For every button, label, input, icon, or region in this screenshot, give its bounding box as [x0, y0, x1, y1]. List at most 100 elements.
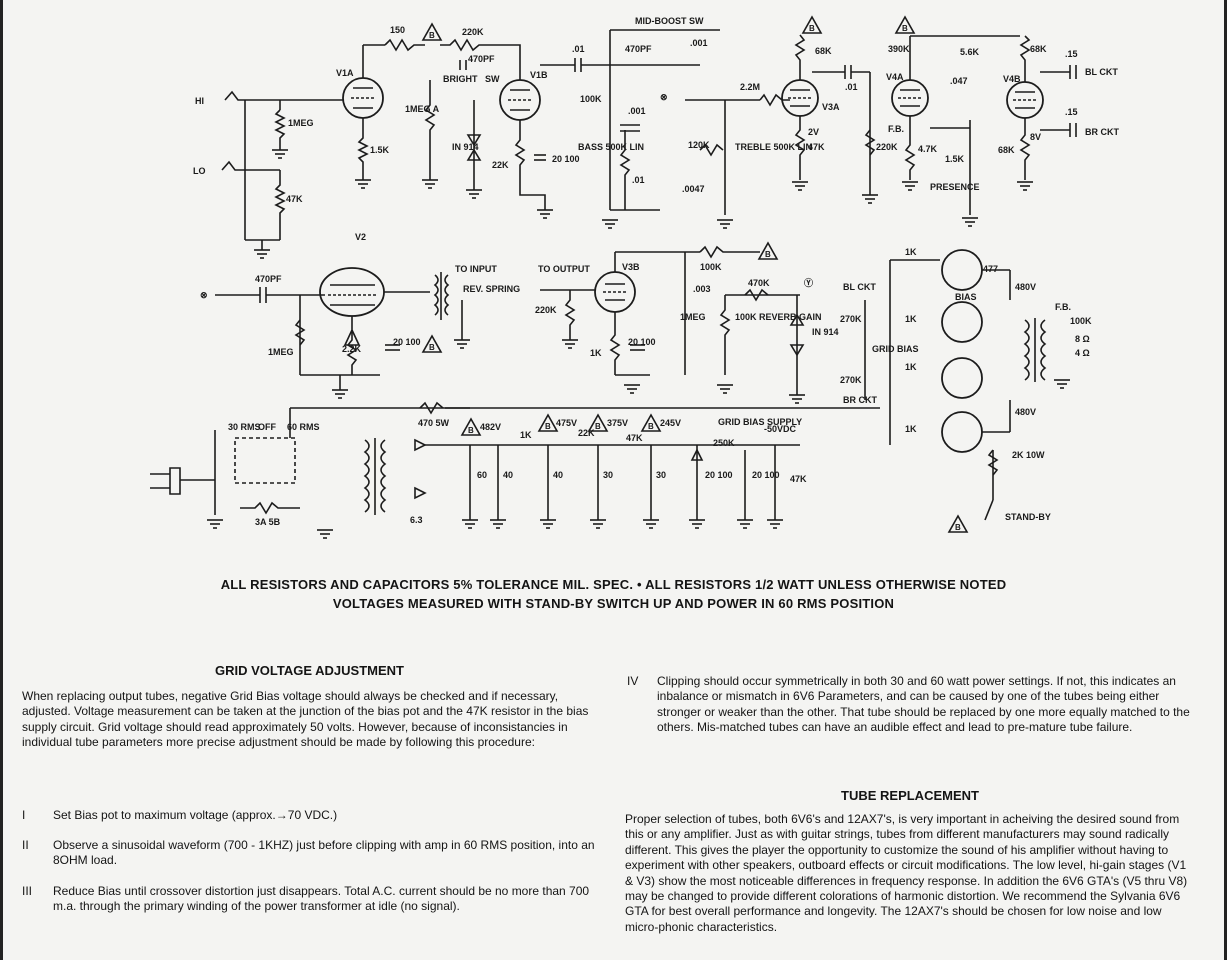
standby-label: STAND-BY [1005, 512, 1051, 522]
tube-v3b: V3B [594, 262, 640, 313]
r-22k3-label: 22K [578, 428, 595, 438]
c30-label: 30 [603, 470, 613, 480]
c-470pf-2-label: 470PF [625, 44, 652, 54]
step-text: Observe a sinusoidal waveform (700 - 1KH… [53, 838, 595, 868]
f3a-label: 3A 5B [255, 517, 281, 527]
tube-v4a: V4A [886, 72, 929, 117]
tolerance-note: ALL RESISTORS AND CAPACITORS 5% TOLERANC… [220, 577, 1007, 592]
r-47k-b-label: 47K [808, 142, 825, 152]
sw-label: SW [485, 74, 500, 84]
r-270k-label: 270K [840, 314, 862, 324]
v475-label: 475V [556, 418, 577, 428]
r-1-5k-b-label: 1.5K [945, 154, 965, 164]
procedure-step-2: II Observe a sinusoidal waveform (700 - … [22, 838, 597, 869]
c-20100-label: 20 100 [393, 337, 421, 347]
v482-label: 482V [480, 422, 501, 432]
procedure-step-4: IV Clipping should occur symmetrically i… [627, 674, 1199, 736]
x-marker-2: ⊗ [200, 290, 208, 300]
c40-label: 40 [503, 470, 513, 480]
r30rms-label: 30 RMS [228, 422, 261, 432]
r-100k-3-label: 100K [700, 262, 722, 272]
r-220k-b-label: 220K [876, 142, 898, 152]
step-number: IV [627, 674, 639, 688]
v1b-label: V1B [530, 70, 548, 80]
r-1meg-2-label: 1MEG [268, 347, 294, 357]
tube-v4b: V4B [1003, 74, 1044, 119]
r-1k2-label: 1K [520, 430, 532, 440]
r-220k-3-label: 220K [535, 305, 557, 315]
v477-label: 477 [983, 264, 998, 274]
input-jack-lo: LO [193, 160, 280, 176]
c-470pf-label: 470PF [468, 54, 495, 64]
hi-label: HI [195, 96, 204, 106]
r-1k-b-label: 1K [905, 314, 917, 324]
tube-replacement-heading: TUBE REPLACEMENT [841, 788, 979, 803]
r-2v-label: 2V [808, 127, 819, 137]
c-0047-label: .0047 [682, 184, 705, 194]
y-marker: Ⓨ [804, 277, 813, 288]
r-68k-c-label: 68K [998, 145, 1015, 155]
bright-label: BRIGHT [443, 74, 478, 84]
r-2-2k-label: 2.2K [342, 344, 362, 354]
midboost-label: MID-BOOST SW [635, 16, 704, 26]
procedure-step-1: I Set Bias pot to maximum voltage (appro… [22, 808, 597, 823]
v480b-label: 480V [1015, 407, 1036, 417]
r-1meg-3-label: 1MEG [680, 312, 706, 322]
r-390k-label: 390K [888, 44, 910, 54]
power-plug [150, 467, 215, 495]
r-220k-label: 220K [462, 27, 484, 37]
in914-label: IN 914 [452, 142, 479, 152]
c-15-b-label: .15 [1065, 107, 1078, 117]
v4b-label: V4B [1003, 74, 1021, 84]
procedure-step-3: III Reduce Bias until crossover distorti… [22, 884, 597, 915]
c-01c-label: .01 [845, 82, 858, 92]
right-border [1224, 0, 1227, 960]
c-047-label: .047 [950, 76, 968, 86]
treble-label: TREBLE 500K LIN [735, 142, 812, 152]
r-22k-label: 22K [492, 160, 509, 170]
r-1k-d-label: 1K [905, 424, 917, 434]
left-border [0, 0, 3, 960]
c-003-label: .003 [693, 284, 711, 294]
c-01b-label: .01 [632, 175, 645, 185]
c-20100-b-label: 20 100 [628, 337, 656, 347]
input-jack-hi: HI [195, 90, 300, 106]
filter-caps [461, 445, 660, 529]
grid-voltage-heading: GRID VOLTAGE ADJUSTMENT [215, 663, 404, 678]
v245-label: 245V [660, 418, 681, 428]
meg1a-label: 1MEG A [405, 104, 440, 114]
o8-label: 8 Ω [1075, 334, 1090, 344]
r-100k-label: 100K [580, 94, 602, 104]
step-text: Reduce Bias until crossover distortion j… [53, 884, 590, 914]
bias-label: BIAS [955, 292, 977, 302]
revspring-label: REV. SPRING [463, 284, 520, 294]
v375-label: 375V [607, 418, 628, 428]
lo-label: LO [193, 166, 206, 176]
off-label: OFF [258, 422, 276, 432]
grid-voltage-intro: When replacing output tubes, negative Gr… [22, 689, 589, 750]
in914b-label: IN 914 [812, 327, 839, 337]
v480-label: 480V [1015, 282, 1036, 292]
c20-100-c-label: 20 100 [705, 470, 733, 480]
gridsupply-label: GRID BIAS SUPPLY [718, 417, 802, 427]
r-150-label: 150 [390, 25, 405, 35]
blckt-label: BL CKT [1085, 67, 1118, 77]
v3a-label: V3A [822, 102, 840, 112]
amplifier-schematic: B HI LO 1MEG 47K V1A 150 1.5K 220K 470PF… [150, 16, 1119, 539]
c30b-label: 30 [656, 470, 666, 480]
gridbias-label: GRID BIAS [872, 344, 919, 354]
step-number: I [22, 808, 26, 822]
r-1k-a-label: 1K [905, 247, 917, 257]
v1a-label: V1A [336, 68, 354, 78]
r-2-2m-label: 2.2M [740, 82, 760, 92]
presence-label: PRESENCE [930, 182, 980, 192]
brckt-label: BR CKT [1085, 127, 1119, 137]
v63-label: 6.3 [410, 515, 423, 525]
reverbgain-label: 100K REVERB GAIN [735, 312, 822, 322]
power-tubes [941, 249, 983, 453]
step-text: Clipping should occur symmetrically in b… [657, 674, 1190, 735]
r-1k-label: 1K [590, 348, 602, 358]
r-1meg-label: 1MEG [288, 118, 314, 128]
c-15-label: .15 [1065, 49, 1078, 59]
r-68k-b-label: 68K [1030, 44, 1047, 54]
